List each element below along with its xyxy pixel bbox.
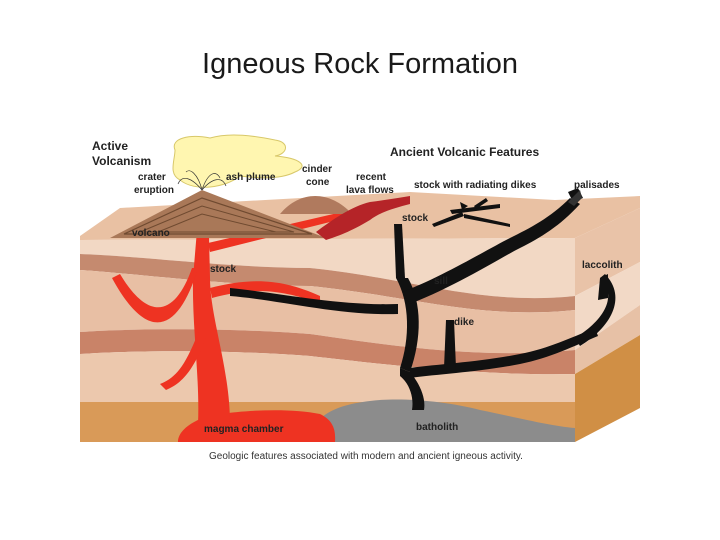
slide-title: Igneous Rock Formation xyxy=(202,48,518,80)
label-recent-1: recent xyxy=(356,172,387,183)
label-palisades: palisades xyxy=(574,180,620,191)
label-stock-radiating: stock with radiating dikes xyxy=(414,180,537,191)
label-volcano: volcano xyxy=(132,228,170,239)
label-stock-top: stock xyxy=(402,213,429,224)
label-stock-red: stock xyxy=(210,264,237,275)
label-active-volcanism-1: Active xyxy=(92,139,128,153)
diagram-caption: Geologic features associated with modern… xyxy=(209,451,523,462)
block-right-face xyxy=(575,208,640,442)
magma-conduit xyxy=(112,194,346,424)
igneous-diagram: Active Volcanism crater eruption ash plu… xyxy=(80,134,640,442)
label-eruption: eruption xyxy=(134,185,174,196)
palisades-cliff xyxy=(568,190,582,206)
ancient-intrusions xyxy=(230,188,616,410)
label-crater: crater xyxy=(138,172,166,183)
label-magma-chamber: magma chamber xyxy=(204,424,284,435)
label-batholith: batholith xyxy=(416,422,458,433)
label-dike: dike xyxy=(454,317,474,328)
label-ash-plume: ash plume xyxy=(226,172,276,183)
ash-plume xyxy=(172,134,303,188)
batholith-body xyxy=(310,399,575,442)
label-recent-2: lava flows xyxy=(346,185,394,196)
label-laccolith: laccolith xyxy=(582,260,623,271)
volcano-cone xyxy=(110,190,326,238)
label-active-volcanism-2: Volcanism xyxy=(92,154,151,168)
lava-flow xyxy=(316,196,410,240)
label-cinder-2: cone xyxy=(306,177,330,188)
label-cinder-1: cinder xyxy=(302,164,332,175)
label-sill: sill xyxy=(434,276,448,287)
eruption-lines xyxy=(177,170,227,191)
label-ancient: Ancient Volcanic Features xyxy=(390,145,539,159)
block-front-face xyxy=(80,238,575,442)
cinder-cone xyxy=(280,196,352,214)
